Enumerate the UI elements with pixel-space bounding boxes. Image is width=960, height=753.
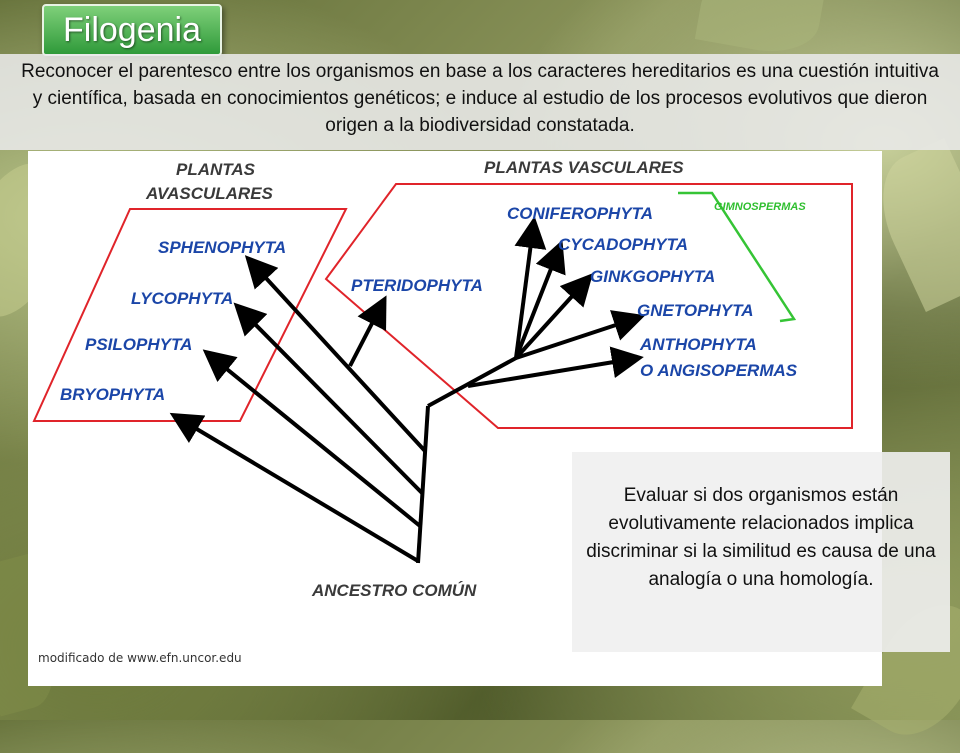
taxon-bryophyta: BRYOPHYTA (60, 385, 165, 404)
branch-gnetophyta (515, 310, 646, 360)
gymnosperm-group-label: GIMNOSPERMAS (714, 201, 806, 213)
tree-branch (427, 356, 517, 408)
taxon-anthophyta-line2: O ANGISOPERMAS (640, 361, 798, 380)
branch-ginkgophyta (514, 273, 594, 360)
branch-bryophyta (169, 412, 420, 563)
vascular-group-label: PLANTAS VASCULARES (484, 158, 684, 177)
avascular-group-label-line2: AVASCULARES (145, 184, 274, 203)
phylogeny-diagram: PLANTAS AVASCULARES PLANTAS VASCULARES G… (28, 151, 882, 686)
taxon-gnetophyta: GNETOPHYTA (637, 301, 754, 320)
taxon-cycadophyta: CYCADOPHYTA (558, 235, 688, 254)
note-panel: Evaluar si dos organismos están evolutiv… (572, 452, 950, 652)
background-leaf (694, 0, 826, 60)
root-label: ANCESTRO COMÚN (311, 581, 477, 600)
branch-psilophyta (202, 349, 422, 528)
intro-text: Reconocer el parentesco entre los organi… (21, 61, 939, 136)
taxon-sphenophyta: SPHENOPHYTA (158, 238, 286, 257)
branch-cycadophyta (514, 239, 566, 359)
avascular-group-label-line1: PLANTAS (176, 160, 256, 179)
taxon-anthophyta-line1: ANTHOPHYTA (639, 335, 757, 354)
branch-sphenophyta (244, 255, 427, 453)
tree-branch (416, 405, 430, 564)
source-credit: modificado de www.efn.uncor.edu (38, 651, 242, 665)
vascular-group-frame (324, 183, 853, 429)
taxon-lycophyta: LYCOPHYTA (131, 289, 233, 308)
phylogeny-tree-svg: PLANTAS AVASCULARES PLANTAS VASCULARES G… (32, 158, 853, 600)
avascular-group-frame (32, 208, 348, 422)
branch-lycophyta (233, 302, 424, 495)
slide-title-box: Filogenia (42, 4, 222, 56)
taxon-coniferophyta: CONIFEROPHYTA (507, 204, 653, 223)
slide-title: Filogenia (63, 10, 201, 49)
branch-coniferophyta (514, 216, 547, 359)
intro-panel: Reconocer el parentesco entre los organi… (0, 54, 960, 150)
taxon-pteridophyta: PTERIDOPHYTA (351, 276, 483, 295)
gymnosperm-bracket (678, 191, 797, 323)
note-text: Evaluar si dos organismos están evolutiv… (586, 485, 936, 590)
taxon-psilophyta: PSILOPHYTA (85, 335, 192, 354)
branch-pteridophyta (348, 295, 387, 367)
branch-anthophyta (467, 346, 644, 388)
taxon-ginkgophyta: GINKGOPHYTA (590, 267, 715, 286)
